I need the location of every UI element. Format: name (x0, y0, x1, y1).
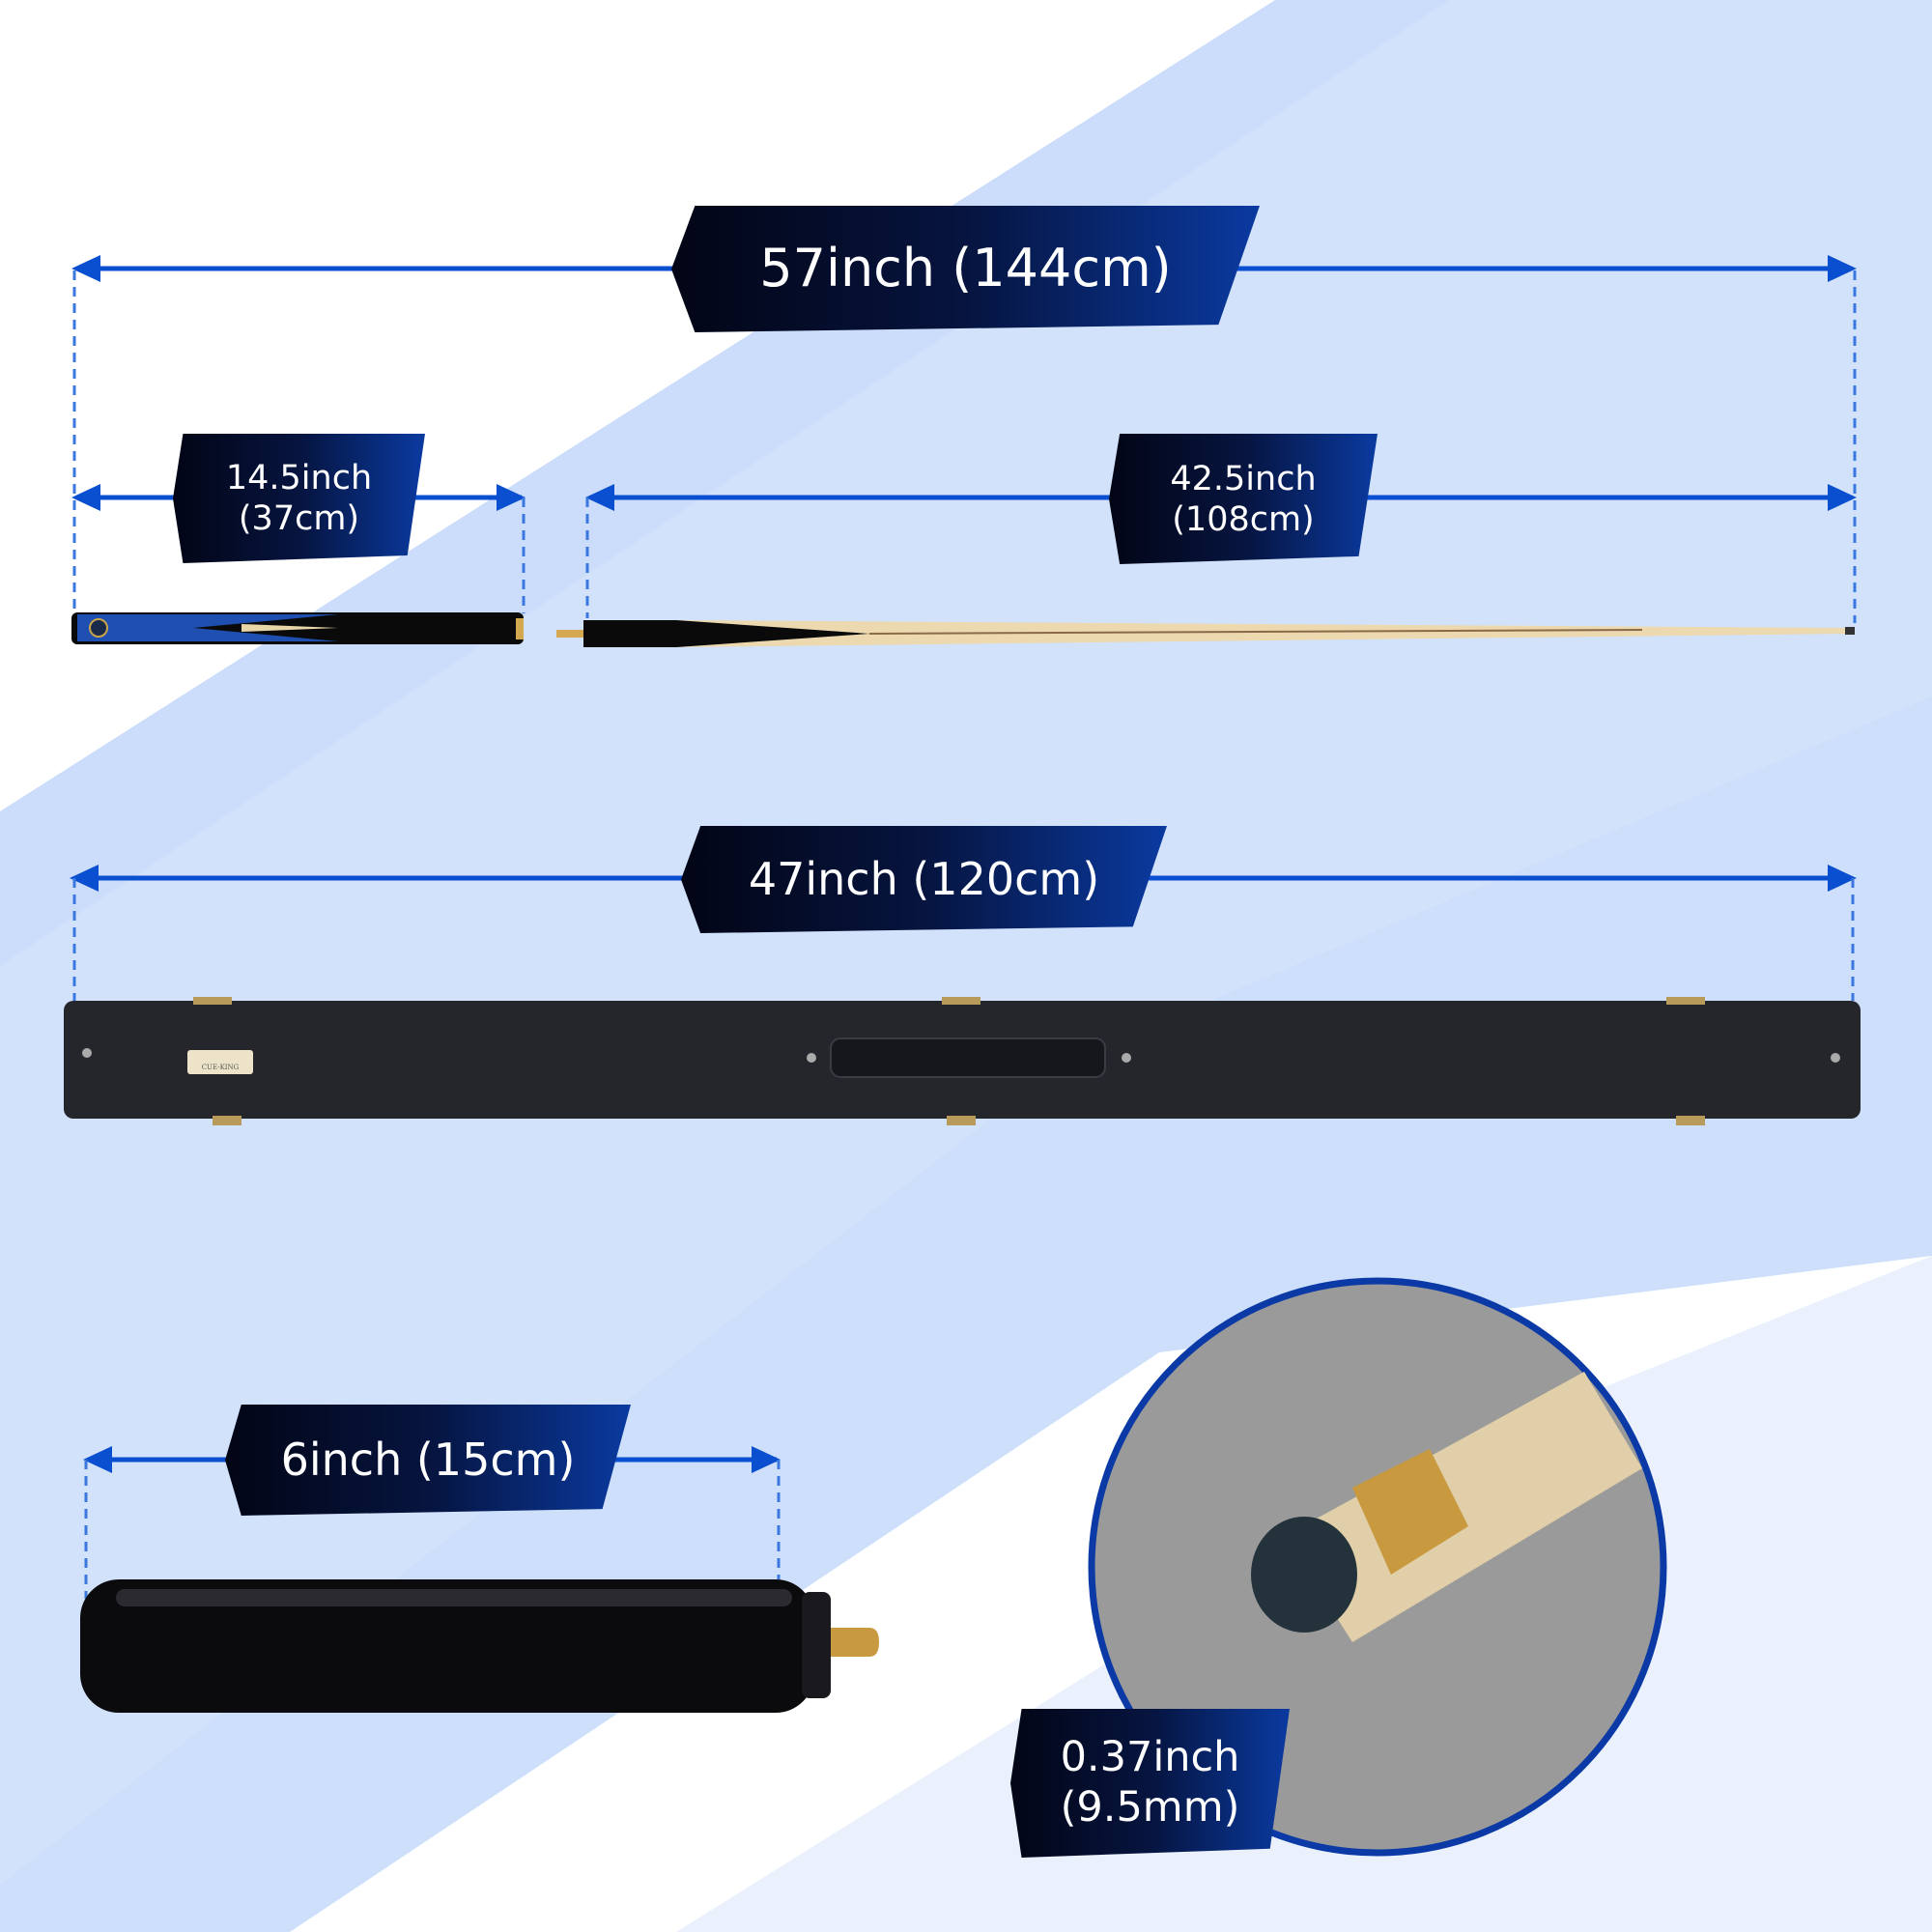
butt-length-inch: 14.5inch (225, 459, 373, 497)
tip-size-mm: (9.5mm) (1060, 1783, 1240, 1832)
total-length-label: 57inch (144cm) (671, 206, 1260, 332)
extension-image (80, 1579, 879, 1713)
tip-size-inch: 0.37inch (1060, 1733, 1240, 1782)
shaft-length-inch: 42.5inch (1170, 459, 1317, 498)
case-length-text: 47inch (120cm) (748, 852, 1100, 905)
butt-length-label: 14.5inch(37cm) (173, 434, 425, 563)
total-length-text: 57inch (144cm) (759, 238, 1172, 299)
dashed-guides (72, 270, 1857, 1599)
butt-length-cm: (37cm) (238, 499, 360, 538)
tip-size-label: 0.37inch(9.5mm) (1010, 1709, 1290, 1858)
case-length-label: 47inch (120cm) (681, 826, 1167, 933)
extension-length-text: 6inch (15cm) (280, 1433, 576, 1486)
cue-case-image: CUE-KING (64, 997, 1861, 1125)
cue-butt-image (71, 612, 524, 644)
case-logo: CUE-KING (202, 1064, 240, 1071)
shaft-length-cm: (108cm) (1172, 499, 1315, 539)
shaft-length-label: 42.5inch(108cm) (1109, 434, 1378, 564)
extension-length-label: 6inch (15cm) (225, 1405, 631, 1516)
arrowheads (70, 255, 1857, 1473)
cue-shaft-image (556, 620, 1855, 647)
